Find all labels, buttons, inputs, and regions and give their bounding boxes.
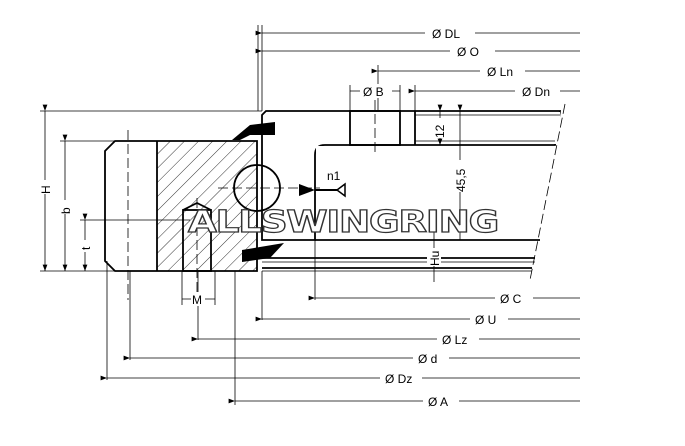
dim-M: M — [192, 293, 202, 307]
dim-Dn: Ø Dn — [522, 85, 550, 99]
seal-top — [232, 122, 275, 140]
dim-t: t — [79, 246, 93, 250]
load-indicator: n1 — [299, 169, 346, 198]
dim-12: 12 — [433, 124, 447, 138]
dim-Lz: Ø Lz — [442, 333, 467, 347]
watermark-logo: ALLSWINGRING — [188, 205, 498, 240]
dim-O: Ø O — [457, 45, 479, 59]
dim-C: Ø C — [500, 292, 522, 306]
dim-B: Ø B — [363, 85, 384, 99]
dim-A: Ø A — [428, 395, 448, 409]
dim-b: b — [59, 207, 73, 214]
inner-ring — [261, 100, 566, 281]
load-label: n1 — [327, 169, 341, 183]
dim-Ln: Ø Ln — [487, 65, 513, 79]
dim-H: H — [39, 185, 53, 194]
dim-Hu: Hu — [428, 251, 442, 266]
extension-lines — [40, 25, 416, 405]
dim-DL: Ø DL — [432, 27, 460, 41]
dim-d: Ø d — [418, 352, 437, 366]
dim-U: Ø U — [475, 313, 496, 327]
outer-ring — [104, 130, 258, 305]
seal-bottom — [242, 243, 284, 262]
dim-Dz: Ø Dz — [385, 372, 412, 386]
dim-45-5: 45,5 — [454, 168, 468, 192]
